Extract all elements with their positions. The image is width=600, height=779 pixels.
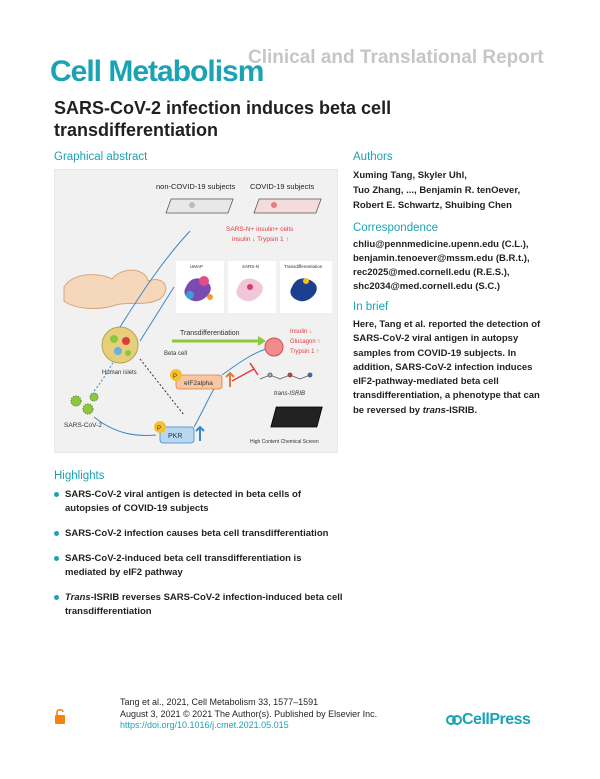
email-link[interactable]: rec2025@med.cornell.edu (R.E.S.), bbox=[353, 267, 510, 278]
graphical-abstract-heading: Graphical abstract bbox=[54, 151, 148, 163]
label-human-islets: Human islets bbox=[102, 370, 137, 376]
graphical-abstract-figure: non-COVID-19 subjects COVID-19 subjects … bbox=[54, 169, 338, 453]
slide-non-covid bbox=[165, 198, 234, 214]
label-sars-n: SARS-N bbox=[242, 264, 259, 269]
journal-name: Cell Metabolism bbox=[50, 55, 264, 88]
sars-n-panel: SARS-N bbox=[228, 261, 276, 313]
report-type: Clinical and Translational Report bbox=[248, 47, 544, 68]
transdiff-cell bbox=[264, 337, 284, 357]
in-brief-italic: trans bbox=[422, 404, 446, 416]
umap-panel: UMAP bbox=[176, 261, 224, 313]
label-glucagon: Glucagon ↑ bbox=[290, 339, 320, 345]
cellpress-logo-icon bbox=[446, 715, 462, 725]
authors-list: Xuming Tang, Skyler Uhl, Tuo Zhang, ...,… bbox=[353, 168, 553, 213]
bullet-icon bbox=[54, 556, 59, 561]
author-line: Xuming Tang, Skyler Uhl, bbox=[353, 170, 467, 181]
label-insulin: Insulin ↓ bbox=[290, 329, 312, 335]
doi-link[interactable]: https://doi.org/10.1016/j.cmet.2021.05.0… bbox=[120, 720, 289, 730]
label-cells-line2: insulin ↓ Trypsin 1 ↑ bbox=[232, 236, 289, 243]
label-eif2: eIF2alpha bbox=[184, 380, 213, 387]
virus-icons bbox=[70, 392, 99, 415]
citation-line: Tang et al., 2021, Cell Metabolism 33, 1… bbox=[120, 697, 319, 707]
slide-covid bbox=[253, 198, 322, 214]
label-umap: UMAP bbox=[190, 264, 203, 269]
in-brief-heading: In brief bbox=[353, 301, 389, 313]
virus-to-islet-arrow bbox=[93, 360, 115, 392]
footer-citation: Tang et al., 2021, Cell Metabolism 33, 1… bbox=[120, 697, 420, 732]
label-trans-isrib: trans-ISRIB bbox=[274, 391, 305, 397]
correspondence-list: chliu@pennmedicine.upenn.edu (C.L.), ben… bbox=[353, 238, 563, 294]
inhibition-line bbox=[231, 368, 255, 382]
eif2alpha-box bbox=[175, 374, 223, 390]
label-transdiff: Transdifferentiation bbox=[180, 330, 240, 337]
pkr-box bbox=[159, 426, 195, 444]
in-brief-text: Here, Tang et al. reported the detection… bbox=[353, 318, 553, 418]
highlight-item: Trans-ISRIB reverses SARS-CoV-2 infectio… bbox=[54, 591, 344, 619]
bullet-icon bbox=[54, 492, 59, 497]
label-cells-line1: SARS-N+ insulin+ cells bbox=[226, 226, 294, 233]
pkr-up-arrow bbox=[195, 425, 205, 441]
highlight-text: -ISRIB reverses SARS-CoV-2 infection-ind… bbox=[65, 592, 343, 617]
author-line: Robert E. Schwartz, Shuibing Chen bbox=[353, 200, 512, 211]
label-p-eif2: P bbox=[173, 374, 177, 380]
highlight-item: SARS-CoV-2 viral antigen is detected in … bbox=[54, 488, 344, 516]
bullet-icon bbox=[54, 531, 59, 536]
publisher-name: CellPress bbox=[462, 711, 531, 728]
highlight-item: SARS-CoV-2-induced beta cell transdiffer… bbox=[54, 552, 344, 580]
trans-isrib-molecule bbox=[259, 372, 313, 380]
virus-to-pkr-arrow bbox=[93, 416, 157, 436]
label-covid: COVID-19 subjects bbox=[250, 182, 314, 191]
label-beta-cell: Beta cell bbox=[164, 351, 187, 357]
email-link[interactable]: chliu@pennmedicine.upenn.edu (C.L.), bbox=[353, 239, 529, 250]
islet-to-umap-arrow bbox=[139, 286, 175, 342]
islet-to-slide-arrow bbox=[119, 230, 191, 328]
label-trypsin: Trypsin 1 ↑ bbox=[290, 349, 319, 355]
pkr-to-eif2-arrow bbox=[193, 388, 215, 428]
label-sars-cov-2: SARS-CoV-2 bbox=[64, 422, 102, 429]
in-brief-main: Here, Tang et al. reported the detection… bbox=[353, 319, 541, 416]
label-screen: High Content Chemical Screen bbox=[250, 439, 319, 445]
phospho-pkr-icon bbox=[154, 421, 166, 433]
label-pkr: PKR bbox=[168, 433, 182, 440]
transdiff-panel: Transdifferentiation bbox=[280, 261, 332, 313]
email-link[interactable]: shc2034@med.cornell.edu (S.C.) bbox=[353, 281, 501, 292]
eif2-up-arrow bbox=[225, 371, 235, 387]
pancreas-shape bbox=[63, 269, 167, 309]
license-line: August 3, 2021 © 2021 The Author(s). Pub… bbox=[120, 708, 378, 719]
bullet-icon bbox=[54, 595, 59, 600]
highlights-list: SARS-CoV-2 viral antigen is detected in … bbox=[54, 488, 344, 630]
author-line: Tuo Zhang, ..., Benjamin R. tenOever, bbox=[353, 185, 521, 196]
eif2-to-cell-arrow bbox=[221, 348, 267, 376]
label-p-pkr: P bbox=[157, 426, 161, 432]
correspondence-heading: Correspondence bbox=[353, 222, 439, 234]
highlight-text: SARS-CoV-2-induced beta cell transdiffer… bbox=[65, 553, 302, 578]
screen-plate bbox=[270, 406, 323, 428]
phospho-eif2-icon bbox=[170, 369, 182, 381]
highlight-italic: Trans bbox=[65, 592, 91, 603]
in-brief-end: -ISRIB. bbox=[445, 404, 478, 416]
label-non-covid: non-COVID-19 subjects bbox=[156, 182, 235, 191]
human-islets-graphic bbox=[101, 326, 139, 364]
highlight-text: SARS-CoV-2 viral antigen is detected in … bbox=[65, 489, 301, 514]
email-link[interactable]: benjamin.tenoever@mssm.edu (B.R.t.), bbox=[353, 253, 530, 264]
open-access-icon bbox=[55, 708, 65, 724]
authors-heading: Authors bbox=[353, 151, 393, 163]
highlights-heading: Highlights bbox=[54, 470, 105, 482]
highlight-item: SARS-CoV-2 infection causes beta cell tr… bbox=[54, 527, 344, 541]
article-title: SARS-CoV-2 infection induces beta cell t… bbox=[54, 98, 392, 140]
label-transdiff-panel: Transdifferentiation bbox=[284, 264, 323, 269]
highlight-text: SARS-CoV-2 infection causes beta cell tr… bbox=[65, 528, 329, 539]
